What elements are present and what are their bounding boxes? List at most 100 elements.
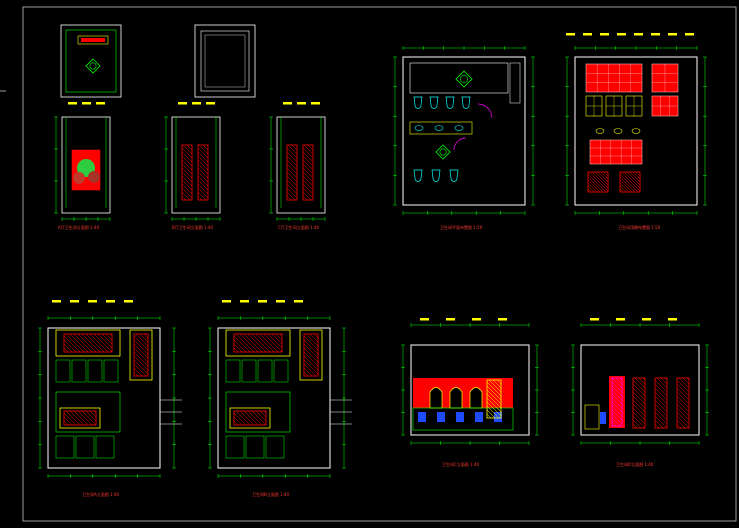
caption-floor-plan: 卫生间平面布置图 1:50 bbox=[440, 224, 483, 230]
hatch-line bbox=[133, 355, 149, 371]
hatch-line bbox=[97, 333, 113, 349]
elevation-outline bbox=[47, 327, 161, 469]
basin bbox=[595, 128, 605, 134]
label-tag bbox=[634, 33, 643, 36]
lamp-diamond bbox=[455, 70, 473, 88]
label-tag bbox=[651, 33, 660, 36]
hatch-line bbox=[133, 367, 143, 377]
hatch-line bbox=[181, 187, 193, 199]
hatch-line bbox=[686, 377, 690, 381]
hatch-line bbox=[676, 395, 690, 409]
caption-elev-a1: A厅卫生间立面图 1:40 bbox=[58, 224, 99, 230]
label-tag bbox=[668, 33, 677, 36]
hatch-line bbox=[202, 144, 209, 151]
cabinet-frame bbox=[129, 329, 153, 381]
hatch-line bbox=[286, 167, 298, 179]
hatch-line bbox=[65, 333, 85, 353]
hatch-line bbox=[93, 410, 97, 414]
hatch-line bbox=[611, 393, 623, 405]
mirror-frame bbox=[225, 329, 291, 357]
caption-long-elev-2: 卫生间D立面图 1:40 bbox=[616, 461, 654, 467]
label-tag bbox=[498, 318, 507, 321]
view-elev-a2 bbox=[164, 102, 221, 221]
hatch-line bbox=[611, 385, 623, 397]
hatch-line bbox=[676, 419, 686, 429]
label-tag bbox=[583, 33, 592, 36]
hatch-line bbox=[133, 371, 139, 377]
hatch-line bbox=[629, 171, 641, 183]
hatch-line bbox=[247, 333, 267, 353]
hatch-line bbox=[632, 391, 646, 405]
ceiling-border bbox=[200, 30, 250, 92]
hatch-line bbox=[235, 410, 251, 426]
hatch-line bbox=[181, 195, 187, 201]
plan-outline bbox=[574, 56, 698, 206]
hatch-line bbox=[676, 415, 690, 429]
hatch-line bbox=[133, 359, 149, 375]
label-tag bbox=[82, 102, 91, 105]
hatch-line bbox=[263, 333, 283, 353]
hatch-line bbox=[93, 333, 113, 353]
hatch-line bbox=[181, 175, 193, 187]
hatch-line bbox=[302, 155, 314, 167]
vanity-counter bbox=[409, 121, 473, 135]
label-tag bbox=[446, 318, 455, 321]
caption-big-elev-1: 卫生间A立面图 1:40 bbox=[82, 491, 119, 497]
hatch-line bbox=[233, 347, 239, 353]
hatch-line bbox=[233, 343, 243, 353]
label-tag bbox=[668, 318, 677, 321]
hatch-line bbox=[587, 179, 601, 193]
hatch-line bbox=[286, 183, 298, 195]
light-strip bbox=[81, 38, 105, 42]
hatch-line bbox=[626, 171, 641, 186]
hatch-line bbox=[182, 144, 193, 155]
hatched-panel bbox=[303, 333, 319, 377]
hatch-line bbox=[286, 179, 298, 191]
room-outline bbox=[194, 24, 256, 98]
hatch-line bbox=[303, 347, 319, 363]
hatch-line bbox=[313, 333, 319, 339]
label-tag bbox=[642, 318, 651, 321]
mirror-frame bbox=[55, 329, 121, 357]
hatch-line bbox=[676, 403, 690, 417]
hatch-line bbox=[133, 351, 149, 367]
hatch-line bbox=[133, 343, 149, 359]
hatch-line bbox=[235, 333, 255, 353]
hatch-line bbox=[197, 183, 209, 195]
label-tag bbox=[70, 300, 79, 303]
hatch-line bbox=[181, 191, 191, 201]
hatch-line bbox=[611, 409, 623, 421]
hatch-line bbox=[198, 144, 209, 155]
hatch-line bbox=[488, 379, 502, 393]
basin bbox=[414, 125, 424, 131]
hatch-line bbox=[197, 187, 209, 199]
hatch-line bbox=[619, 179, 633, 193]
view-floor-plan bbox=[393, 46, 535, 215]
hatch-line bbox=[305, 333, 319, 347]
door-panel bbox=[609, 376, 625, 428]
hatch-line bbox=[588, 171, 609, 192]
cabinet-frame bbox=[299, 329, 323, 381]
hatch-line bbox=[233, 412, 247, 426]
cabinet-door bbox=[225, 359, 241, 383]
hatch-line bbox=[197, 171, 209, 183]
hatch-line bbox=[611, 417, 621, 427]
view-big-elev-2 bbox=[208, 300, 352, 478]
hatch-line bbox=[676, 383, 690, 397]
hatch-line bbox=[654, 415, 668, 429]
room-outline bbox=[60, 24, 122, 98]
arched-niche bbox=[429, 387, 443, 409]
hatch-line bbox=[302, 151, 314, 163]
label-tag bbox=[590, 318, 599, 321]
arched-niche bbox=[469, 387, 483, 409]
cabinet-door bbox=[55, 359, 71, 383]
hatch-line bbox=[181, 183, 193, 195]
hatch-line bbox=[654, 423, 660, 429]
hatch-line bbox=[611, 413, 623, 425]
label-tag bbox=[222, 300, 231, 303]
caption-long-elev-1: 卫生间C立面图 1:40 bbox=[442, 461, 480, 467]
hatch-line bbox=[303, 359, 319, 375]
lamp-circle bbox=[89, 62, 97, 70]
hatch-line bbox=[676, 423, 682, 429]
view-long-elev-2 bbox=[571, 318, 709, 445]
